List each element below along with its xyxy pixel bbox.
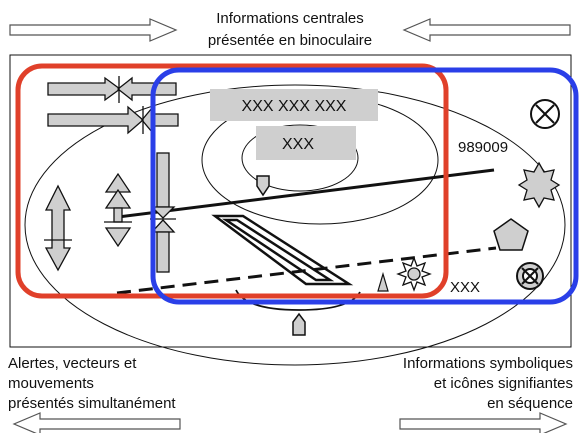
top-caption-line2: présentée en binoculaire	[208, 32, 372, 49]
bottom-right-text: XXX	[450, 279, 480, 296]
center-box: XXX	[256, 126, 356, 160]
bottom-left-arrow	[12, 412, 181, 433]
top-left-arrow	[9, 18, 178, 42]
dashed-horizon-line	[116, 246, 497, 295]
center-box-text: XXX	[282, 136, 314, 153]
bottom-right-caption: Informations symboliques et icônes signi…	[403, 355, 573, 412]
starburst-icon	[517, 161, 561, 209]
bottom-left-line2: mouvements	[8, 375, 94, 392]
triangle-marker-icon	[377, 271, 389, 292]
bottom-arrow-pointer-icon	[292, 312, 306, 336]
readout-value: 989009	[458, 139, 508, 156]
bottom-right-arrow	[399, 412, 568, 433]
inner-ellipse	[241, 124, 359, 192]
double-arrow-icon	[44, 184, 72, 272]
prohibited-icon	[516, 262, 544, 290]
bottom-left-line1: Alertes, vecteurs et	[8, 355, 137, 372]
top-right-arrow	[402, 18, 571, 42]
sun-icon	[396, 256, 432, 292]
close-circle-icon	[530, 99, 560, 129]
top-box-text: XXX XXX XXX	[242, 98, 347, 115]
right-zone-sequence	[150, 67, 579, 305]
vertical-bar-arrow-icon	[150, 152, 176, 273]
horizon-line	[117, 168, 495, 219]
bottom-left-line3: présentés simultanément	[8, 395, 176, 412]
runway-icon	[211, 214, 354, 286]
bottom-right-line1: Informations symboliques	[403, 355, 573, 372]
top-caption-line1: Informations centrales	[216, 10, 364, 27]
top-box: XXX XXX XXX	[210, 89, 378, 121]
top-caption: Informations centrales présentée en bino…	[208, 10, 372, 49]
pentagon-icon	[493, 218, 529, 251]
arrow-pointer-icon	[256, 175, 270, 197]
up-down-triangles-icon	[104, 172, 132, 248]
horizontal-arrow-top	[47, 76, 177, 103]
left-zone-binocular	[15, 63, 449, 299]
bottom-right-line3: en séquence	[487, 395, 573, 412]
bottom-right-line2: et icônes signifiantes	[434, 375, 573, 392]
bottom-left-caption: Alertes, vecteurs et mouvements présenté…	[8, 355, 176, 412]
outer-ellipse	[24, 84, 566, 366]
